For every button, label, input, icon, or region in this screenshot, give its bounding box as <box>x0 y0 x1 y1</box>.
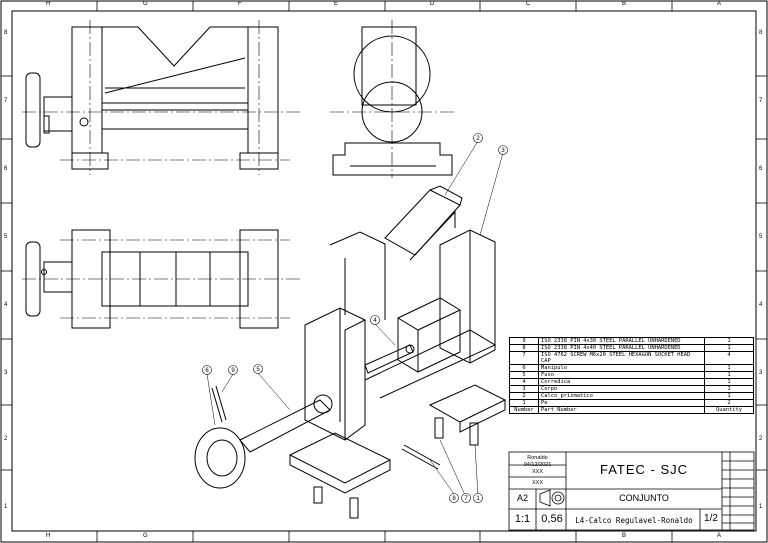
zone-row-label: 3 <box>759 370 763 376</box>
zone-row-label: 2 <box>759 436 763 442</box>
balloons <box>202 133 508 503</box>
zone-col-label: B <box>622 533 627 539</box>
sheet-format: A2 <box>516 493 528 503</box>
balloon-text: 6 <box>205 368 209 374</box>
file-name: L4-Calco Regulavel-Ronaldo <box>575 516 693 525</box>
balloon-text: 5 <box>256 367 260 373</box>
side-view <box>332 26 453 176</box>
scale: 1:1 <box>514 513 531 525</box>
zone-row-label: 6 <box>4 166 8 172</box>
zone-row-label: 1 <box>4 504 8 510</box>
isometric-assembly <box>194 185 507 519</box>
balloon-4 <box>370 315 380 325</box>
zone-row-label: 2 <box>4 436 8 442</box>
balloon-7 <box>461 493 471 503</box>
title-block-frame <box>508 451 755 531</box>
zone-col-label: G <box>143 1 148 7</box>
front-centerlines <box>22 20 302 175</box>
balloon-text: 3 <box>501 148 505 154</box>
balloon-text: 7 <box>464 496 468 502</box>
zone-col-label: A <box>717 533 722 539</box>
balloon-8 <box>449 493 459 503</box>
zone-col-label: E <box>334 1 339 7</box>
balloon-6 <box>202 365 212 375</box>
zone-row-label: 4 <box>4 302 8 308</box>
weight: 0,56 <box>541 513 563 525</box>
balloon-text: 2 <box>476 136 480 142</box>
balloon-1 <box>473 493 483 503</box>
balloon-text: 9 <box>231 368 235 374</box>
balloon-text: 4 <box>373 318 377 324</box>
balloon-text: 8 <box>452 496 456 502</box>
institution: FATEC - SJC <box>599 462 689 477</box>
sheet-number: 1/2 <box>704 513 718 524</box>
zone-row-label: 5 <box>759 234 763 240</box>
balloon-5 <box>253 364 263 374</box>
zone-col-label: A <box>717 1 722 7</box>
balloon-text: 1 <box>476 496 480 502</box>
balloon-3 <box>498 145 508 155</box>
zone-col-label: H <box>46 533 51 539</box>
drawing-title: CONJUNTO <box>619 493 669 503</box>
balloon-leaders <box>206 140 504 497</box>
zone-row-label: 4 <box>759 302 763 308</box>
zone-row-label: 6 <box>759 166 763 172</box>
balloon-9 <box>228 365 238 375</box>
zone-col-label: C <box>526 1 531 7</box>
date: 04/12/2021 <box>523 462 552 468</box>
top-view <box>25 229 279 329</box>
author: Ronaldo <box>527 455 548 461</box>
zone-row-label: 8 <box>4 30 8 36</box>
zone-row-label: 7 <box>759 98 763 104</box>
zone-row-label: 8 <box>759 30 763 36</box>
front-view <box>25 26 279 170</box>
balloon-2 <box>473 133 483 143</box>
zone-row-label: 1 <box>759 504 763 510</box>
zone-row-label: 5 <box>4 234 8 240</box>
zone-col-label: H <box>46 1 51 7</box>
side-centerlines <box>330 20 456 178</box>
zone-col-label: F <box>238 1 242 7</box>
zone-col-label: G <box>143 533 148 539</box>
zone-row-label: 3 <box>4 370 8 376</box>
top-centerlines <box>22 239 302 319</box>
approved-by: XXX <box>531 480 543 486</box>
zone-col-label: D <box>430 1 435 7</box>
zone-row-label: 7 <box>4 98 8 104</box>
zone-col-label: B <box>622 1 627 7</box>
checked-by: XXX <box>531 469 543 475</box>
